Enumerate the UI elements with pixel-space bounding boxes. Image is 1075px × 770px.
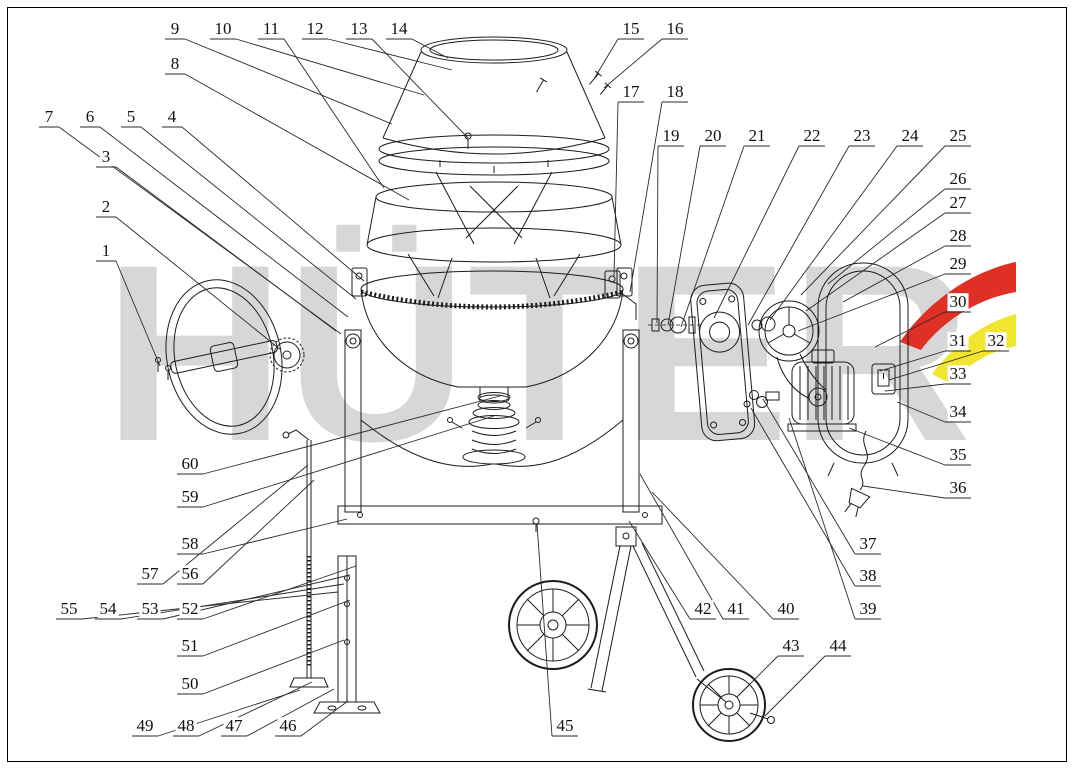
- callout-leader-39: [788, 417, 856, 620]
- callout-leader-60: [202, 395, 501, 475]
- spring-pedestal: [447, 392, 541, 465]
- callout-leader-59: [202, 415, 495, 508]
- callout-leader-9: [184, 38, 393, 125]
- callout-leader-41: [639, 473, 724, 620]
- callout-leader-32: [888, 350, 984, 381]
- power-switch: [871, 363, 896, 395]
- leader-lines: [39, 38, 1009, 737]
- callout-leader-49: [157, 689, 301, 737]
- callout-leader-24: [769, 145, 898, 321]
- callout-leader-20: [667, 145, 701, 326]
- callout-leader-6: [99, 126, 349, 318]
- callout-leader-17: [613, 101, 619, 277]
- drive-assembly: [604, 270, 857, 442]
- callout-leader-35: [848, 427, 946, 466]
- transport-wheel-right: [692, 668, 775, 742]
- callout-leader-38: [750, 407, 856, 587]
- callout-leader-55: [81, 591, 339, 620]
- callout-leader-12: [327, 38, 453, 71]
- brand-watermark: HÜTER: [103, 213, 972, 494]
- callout-leader-33: [884, 383, 946, 392]
- brand-swoosh-logo: [900, 262, 1016, 384]
- callout-leader-30: [874, 311, 946, 348]
- callout-leader-51: [202, 599, 351, 657]
- callout-leader-42: [628, 520, 691, 620]
- callout-leader-15: [593, 38, 619, 80]
- adjustable-leg: [313, 555, 381, 714]
- callout-leader-31: [879, 350, 946, 372]
- callout-leader-57: [162, 464, 309, 585]
- callout-leader-28: [842, 245, 946, 303]
- callout-leader-29: [797, 273, 946, 332]
- callout-leader-26: [827, 188, 946, 285]
- power-cable: [859, 430, 868, 491]
- callout-leader-45: [536, 523, 553, 737]
- callout-leader-37: [762, 398, 856, 555]
- callout-leader-58: [202, 518, 348, 555]
- callout-leader-27: [805, 212, 946, 312]
- callout-leader-21: [680, 145, 745, 328]
- callout-leader-48: [198, 681, 313, 737]
- callout-leader-50: [202, 639, 345, 695]
- callout-leader-13: [371, 38, 469, 139]
- callout-leader-47: [246, 688, 335, 737]
- tow-frame: [587, 526, 727, 703]
- callout-leader-4: [181, 126, 365, 282]
- callout-leader-14: [411, 38, 449, 59]
- fasteners: [536, 70, 612, 95]
- callout-leader-44: [764, 655, 826, 717]
- callout-leader-22: [713, 145, 800, 319]
- callout-leader-19: [656, 145, 659, 324]
- callout-leader-10: [235, 38, 425, 96]
- callout-leader-2: [115, 216, 282, 351]
- callout-leader-36: [862, 485, 946, 499]
- callout-leader-53: [162, 574, 351, 620]
- callout-leader-11: [283, 38, 385, 189]
- callout-leader-8: [184, 73, 410, 201]
- callout-leader-7: [58, 126, 342, 335]
- ring-gear: [155, 337, 305, 380]
- callout-leader-56: [202, 479, 315, 585]
- hand-wheel: [165, 279, 283, 435]
- callout-leader-43: [741, 655, 779, 693]
- callout-leader-40: [651, 491, 774, 620]
- callout-leader-18: [629, 101, 663, 293]
- power-plug: [844, 487, 871, 517]
- mixing-drum: [351, 36, 633, 404]
- callout-leader-23: [747, 145, 850, 326]
- jack-screw-rod: [282, 429, 329, 688]
- callout-leader-16: [603, 38, 663, 89]
- callout-leader-25: [800, 145, 946, 296]
- callout-leader-52: [202, 565, 357, 620]
- callout-leader-34: [896, 401, 946, 423]
- transport-wheel-left: [508, 580, 598, 670]
- support-frame: [337, 329, 663, 532]
- callout-leader-1: [115, 260, 161, 367]
- callout-leader-46: [300, 700, 349, 737]
- callout-leader-5: [140, 126, 357, 300]
